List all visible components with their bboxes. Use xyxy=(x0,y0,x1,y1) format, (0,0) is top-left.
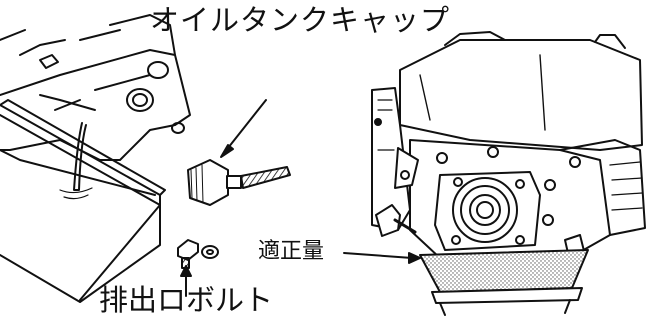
crankcase-sketch xyxy=(0,14,191,161)
oil-cap-dipstick xyxy=(187,159,291,206)
oil-pan-tray xyxy=(419,249,589,293)
drain-tray xyxy=(0,99,166,303)
drain-bolt-washer xyxy=(177,239,219,269)
engine-illustration xyxy=(371,31,646,316)
oil-tank-cap-label: オイルタンクキャップ xyxy=(150,3,451,37)
drain-bolt-label: 排出ロボルト xyxy=(99,283,274,317)
proper-level-label: 適正量 xyxy=(258,239,325,264)
